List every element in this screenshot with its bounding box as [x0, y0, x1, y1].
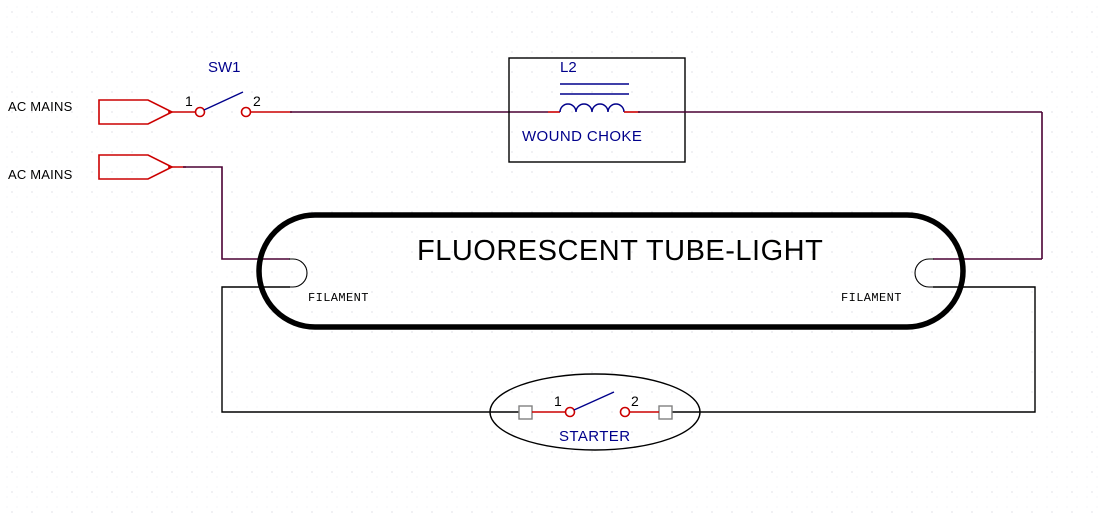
sw1-terminal-1-node[interactable]	[194, 106, 206, 118]
filament-left-label: FILAMENT	[308, 291, 369, 305]
starter-terminal-2-node[interactable]	[619, 406, 631, 418]
choke-name-label: WOUND CHOKE	[522, 128, 643, 145]
wire-right-filament-to-starter	[665, 286, 1036, 413]
sw1-terminal-1-label: 1	[185, 93, 193, 109]
starter-terminal-right-pad[interactable]	[658, 405, 673, 420]
inductor-coil	[559, 103, 625, 113]
sw1-terminal-2-label: 2	[253, 93, 261, 109]
choke-enclosure-box	[508, 57, 686, 163]
starter-terminal-1-label: 1	[554, 393, 562, 409]
starter-terminal-2-label: 2	[631, 393, 639, 409]
ac-mains-neutral-arrow	[98, 154, 174, 180]
wire-neutral-to-left-filament	[183, 166, 290, 260]
sw1-blade[interactable]	[203, 91, 244, 111]
sw1-terminal-2-node[interactable]	[240, 106, 252, 118]
filament-left	[289, 258, 308, 288]
choke-ref-label: L2	[560, 59, 577, 76]
filament-right-label: FILAMENT	[841, 291, 902, 305]
ac-mains-neutral-label: AC MAINS	[8, 167, 73, 182]
wire-left-filament-to-starter	[221, 286, 525, 413]
starter-enclosure	[489, 373, 701, 451]
starter-terminal-1-node[interactable]	[564, 406, 576, 418]
tube-body	[256, 212, 966, 330]
ac-mains-line-label: AC MAINS	[8, 99, 73, 114]
filament-right	[914, 258, 934, 288]
starter-blade[interactable]	[573, 391, 615, 411]
sw1-ref-label: SW1	[208, 59, 241, 76]
tube-title-label: FLUORESCENT TUBE-LIGHT	[417, 235, 824, 267]
ac-mains-line-arrow	[98, 99, 174, 125]
starter-terminal-left-pad[interactable]	[518, 405, 533, 420]
starter-name-label: STARTER	[559, 428, 631, 445]
